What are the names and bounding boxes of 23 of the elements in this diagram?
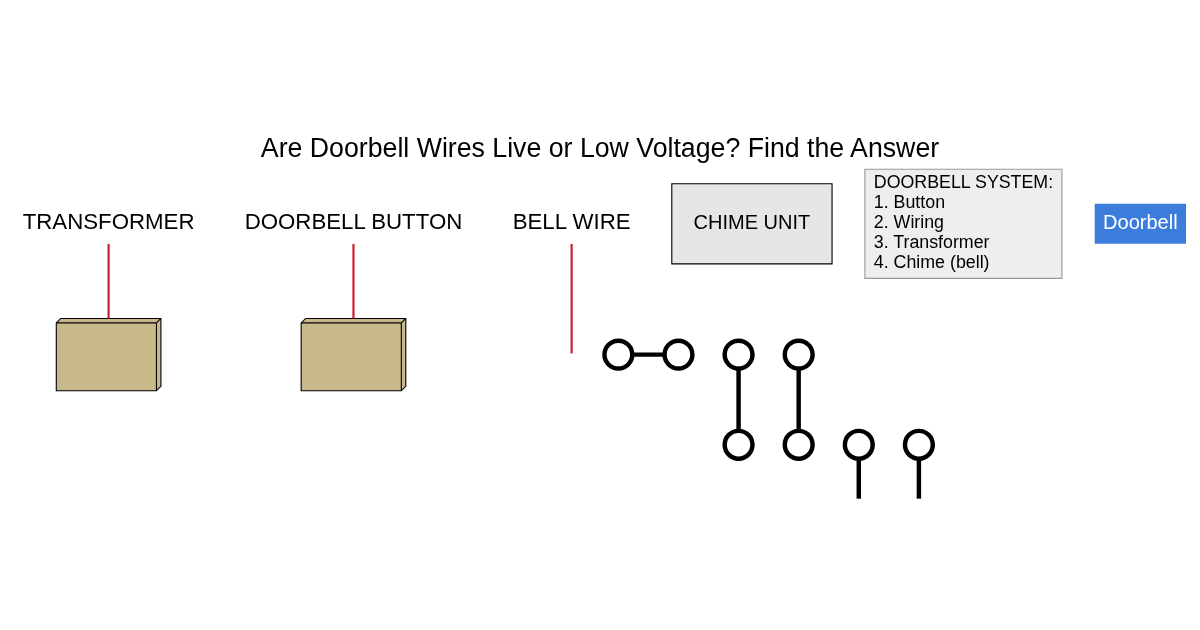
node-text: DOORBELL BUTTON — [244, 208, 463, 234]
connector — [856, 458, 861, 499]
label: Doorbell — [1103, 210, 1178, 233]
node-text: TRANSFORMER — [22, 208, 195, 234]
node-circle — [722, 428, 755, 461]
node-box: CHIME UNIT — [671, 182, 833, 264]
node-text: BELL WIRE — [512, 208, 631, 234]
node-circle — [782, 337, 815, 371]
node-circle — [902, 428, 935, 461]
diagram-title: Are Doorbell Wires Live or Low Voltage? Find the Answer — [260, 132, 940, 163]
connector — [916, 458, 922, 499]
connector — [736, 368, 741, 431]
connector — [632, 351, 665, 357]
connector — [352, 243, 355, 318]
node-circle — [602, 337, 635, 371]
node-circle — [722, 337, 755, 371]
node-box: DOORBELL SYSTEM: 1. Button 2. Wiring 3. Transformer 4. Chime (bell) — [864, 168, 1063, 279]
node-circle — [842, 428, 875, 461]
node-circle — [662, 337, 695, 371]
connector — [107, 243, 110, 318]
connector — [570, 243, 573, 353]
connector — [796, 368, 801, 431]
node-circle — [782, 428, 815, 461]
